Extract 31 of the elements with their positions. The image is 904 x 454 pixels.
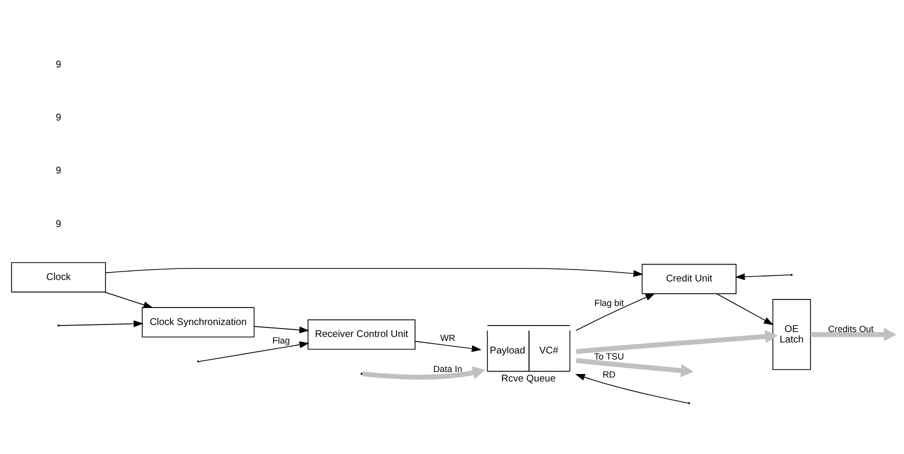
edge-label: Credits Out — [828, 324, 874, 334]
node-box: Clock Synchronization — [142, 307, 255, 338]
label: 9 — [56, 60, 62, 71]
node-box: Receiver Control Unit — [308, 319, 416, 350]
label: 9 — [56, 112, 62, 124]
label: 9 — [56, 218, 62, 230]
edge-label: To TSU — [594, 352, 624, 362]
arrow — [198, 341, 310, 362]
arrow — [716, 293, 774, 326]
arrow — [575, 374, 689, 404]
arrow — [104, 292, 154, 308]
node-box: Clock — [11, 262, 106, 292]
label: 9 — [56, 166, 62, 177]
arrow — [576, 293, 656, 331]
arrow — [576, 358, 694, 378]
arrow — [576, 330, 778, 354]
node-box: Credit Unit — [642, 264, 736, 294]
arrow — [105, 268, 644, 277]
arrow — [735, 273, 792, 280]
arrow — [254, 326, 310, 334]
edge-label: Flag — [272, 335, 290, 346]
edge-label: Data In — [433, 364, 462, 374]
edge-label: Flag bit — [594, 298, 624, 308]
arrow — [810, 328, 896, 342]
edge-label: WR — [440, 332, 456, 343]
arrow — [59, 320, 144, 328]
edge-label: RD — [602, 370, 616, 380]
arrow — [414, 340, 482, 352]
arrow — [362, 366, 486, 380]
node-box: OE Latch — [772, 299, 811, 370]
node-text: Payload VC# Rcve Queue — [490, 345, 558, 385]
